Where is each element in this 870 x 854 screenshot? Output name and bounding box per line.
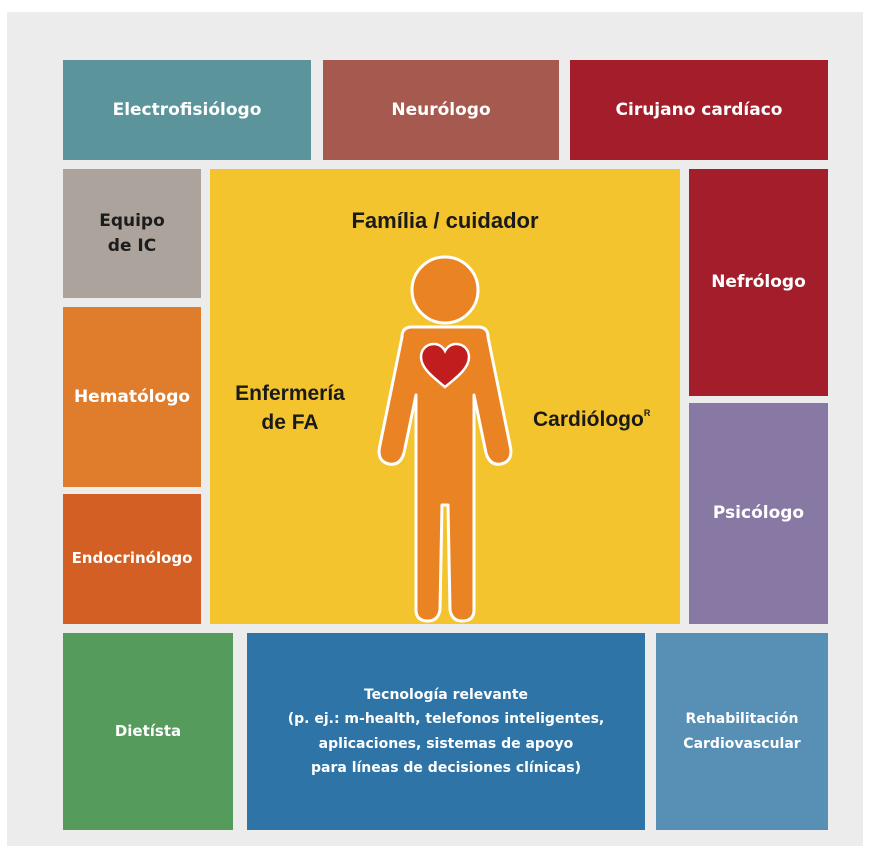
tile-electrofisiologo: Electrofisiólogo: [63, 60, 311, 160]
tile-nefrologo: Nefrólogo: [689, 169, 828, 396]
tile-cirujano-cardiaco: Cirujano cardíaco: [570, 60, 828, 160]
enfermeria-fa-label: Enfermería de FA: [235, 382, 345, 435]
tile-neurologo: Neurólogo: [323, 60, 559, 160]
familia-cuidador-label: Família / cuidador: [351, 208, 539, 233]
tile-rehabilitacion-cardiovascular: Rehabilitación Cardiovascular: [656, 633, 828, 830]
tile-tecnologia-relevante: Tecnología relevante (p. ej.: m-health, …: [247, 633, 645, 830]
cardiologo-text: Cardiólogo: [533, 408, 644, 431]
tile-dietista: Dietísta: [63, 633, 233, 830]
cardiologo-label: CardiólogoR: [533, 384, 650, 432]
tile-equipo-ic: Equipo de IC: [63, 169, 201, 298]
tile-endocrinologo: Endocrinólogo: [63, 494, 201, 624]
person-icon: [377, 255, 513, 623]
person-body: [377, 325, 513, 623]
person-head: [410, 255, 480, 325]
tile-psicologo: Psicólogo: [689, 403, 828, 624]
heart-icon: [419, 342, 471, 389]
tile-hematologo: Hematólogo: [63, 307, 201, 487]
cardiologo-superscript: R: [643, 408, 651, 418]
